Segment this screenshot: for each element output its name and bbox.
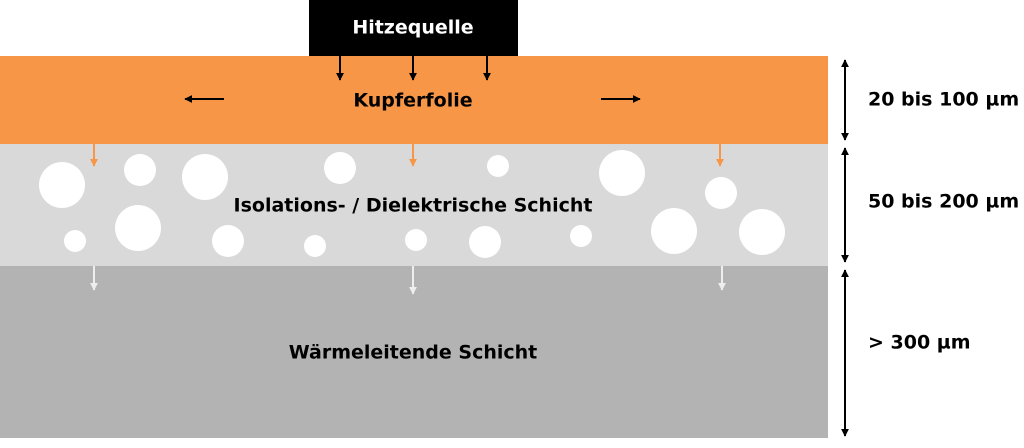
particle — [304, 235, 326, 257]
particle — [405, 229, 427, 251]
particle — [124, 154, 156, 186]
particle — [324, 152, 356, 184]
particle — [469, 226, 501, 258]
particle — [115, 205, 161, 251]
heat-input-arrows — [336, 56, 491, 81]
particle — [182, 154, 228, 200]
dielectric-thickness-label: 50 bis 200 µm — [868, 191, 1019, 213]
thermal-layer-label: Wärmeleitende Schicht — [289, 342, 538, 364]
particle — [570, 225, 592, 247]
particle — [705, 177, 737, 209]
thermal-thickness-label: > 300 µm — [868, 332, 971, 354]
heat-source-label: Hitzequelle — [352, 17, 473, 39]
copper-thickness-label: 20 bis 100 µm — [868, 89, 1019, 111]
dielectric-heat-arrows — [90, 144, 724, 167]
dielectric-layer-label: Isolations- / Dielektrische Schicht — [234, 195, 593, 217]
copper-layer-label: Kupferfolie — [353, 90, 472, 112]
particle — [487, 155, 509, 177]
thermal-heat-arrows — [90, 266, 726, 295]
particle — [651, 208, 697, 254]
particle — [739, 209, 785, 255]
particle — [64, 230, 86, 252]
particle — [212, 225, 244, 257]
particle — [39, 162, 85, 208]
dielectric-particles — [39, 150, 785, 258]
heat-source-box — [309, 0, 518, 56]
particle — [599, 150, 645, 196]
